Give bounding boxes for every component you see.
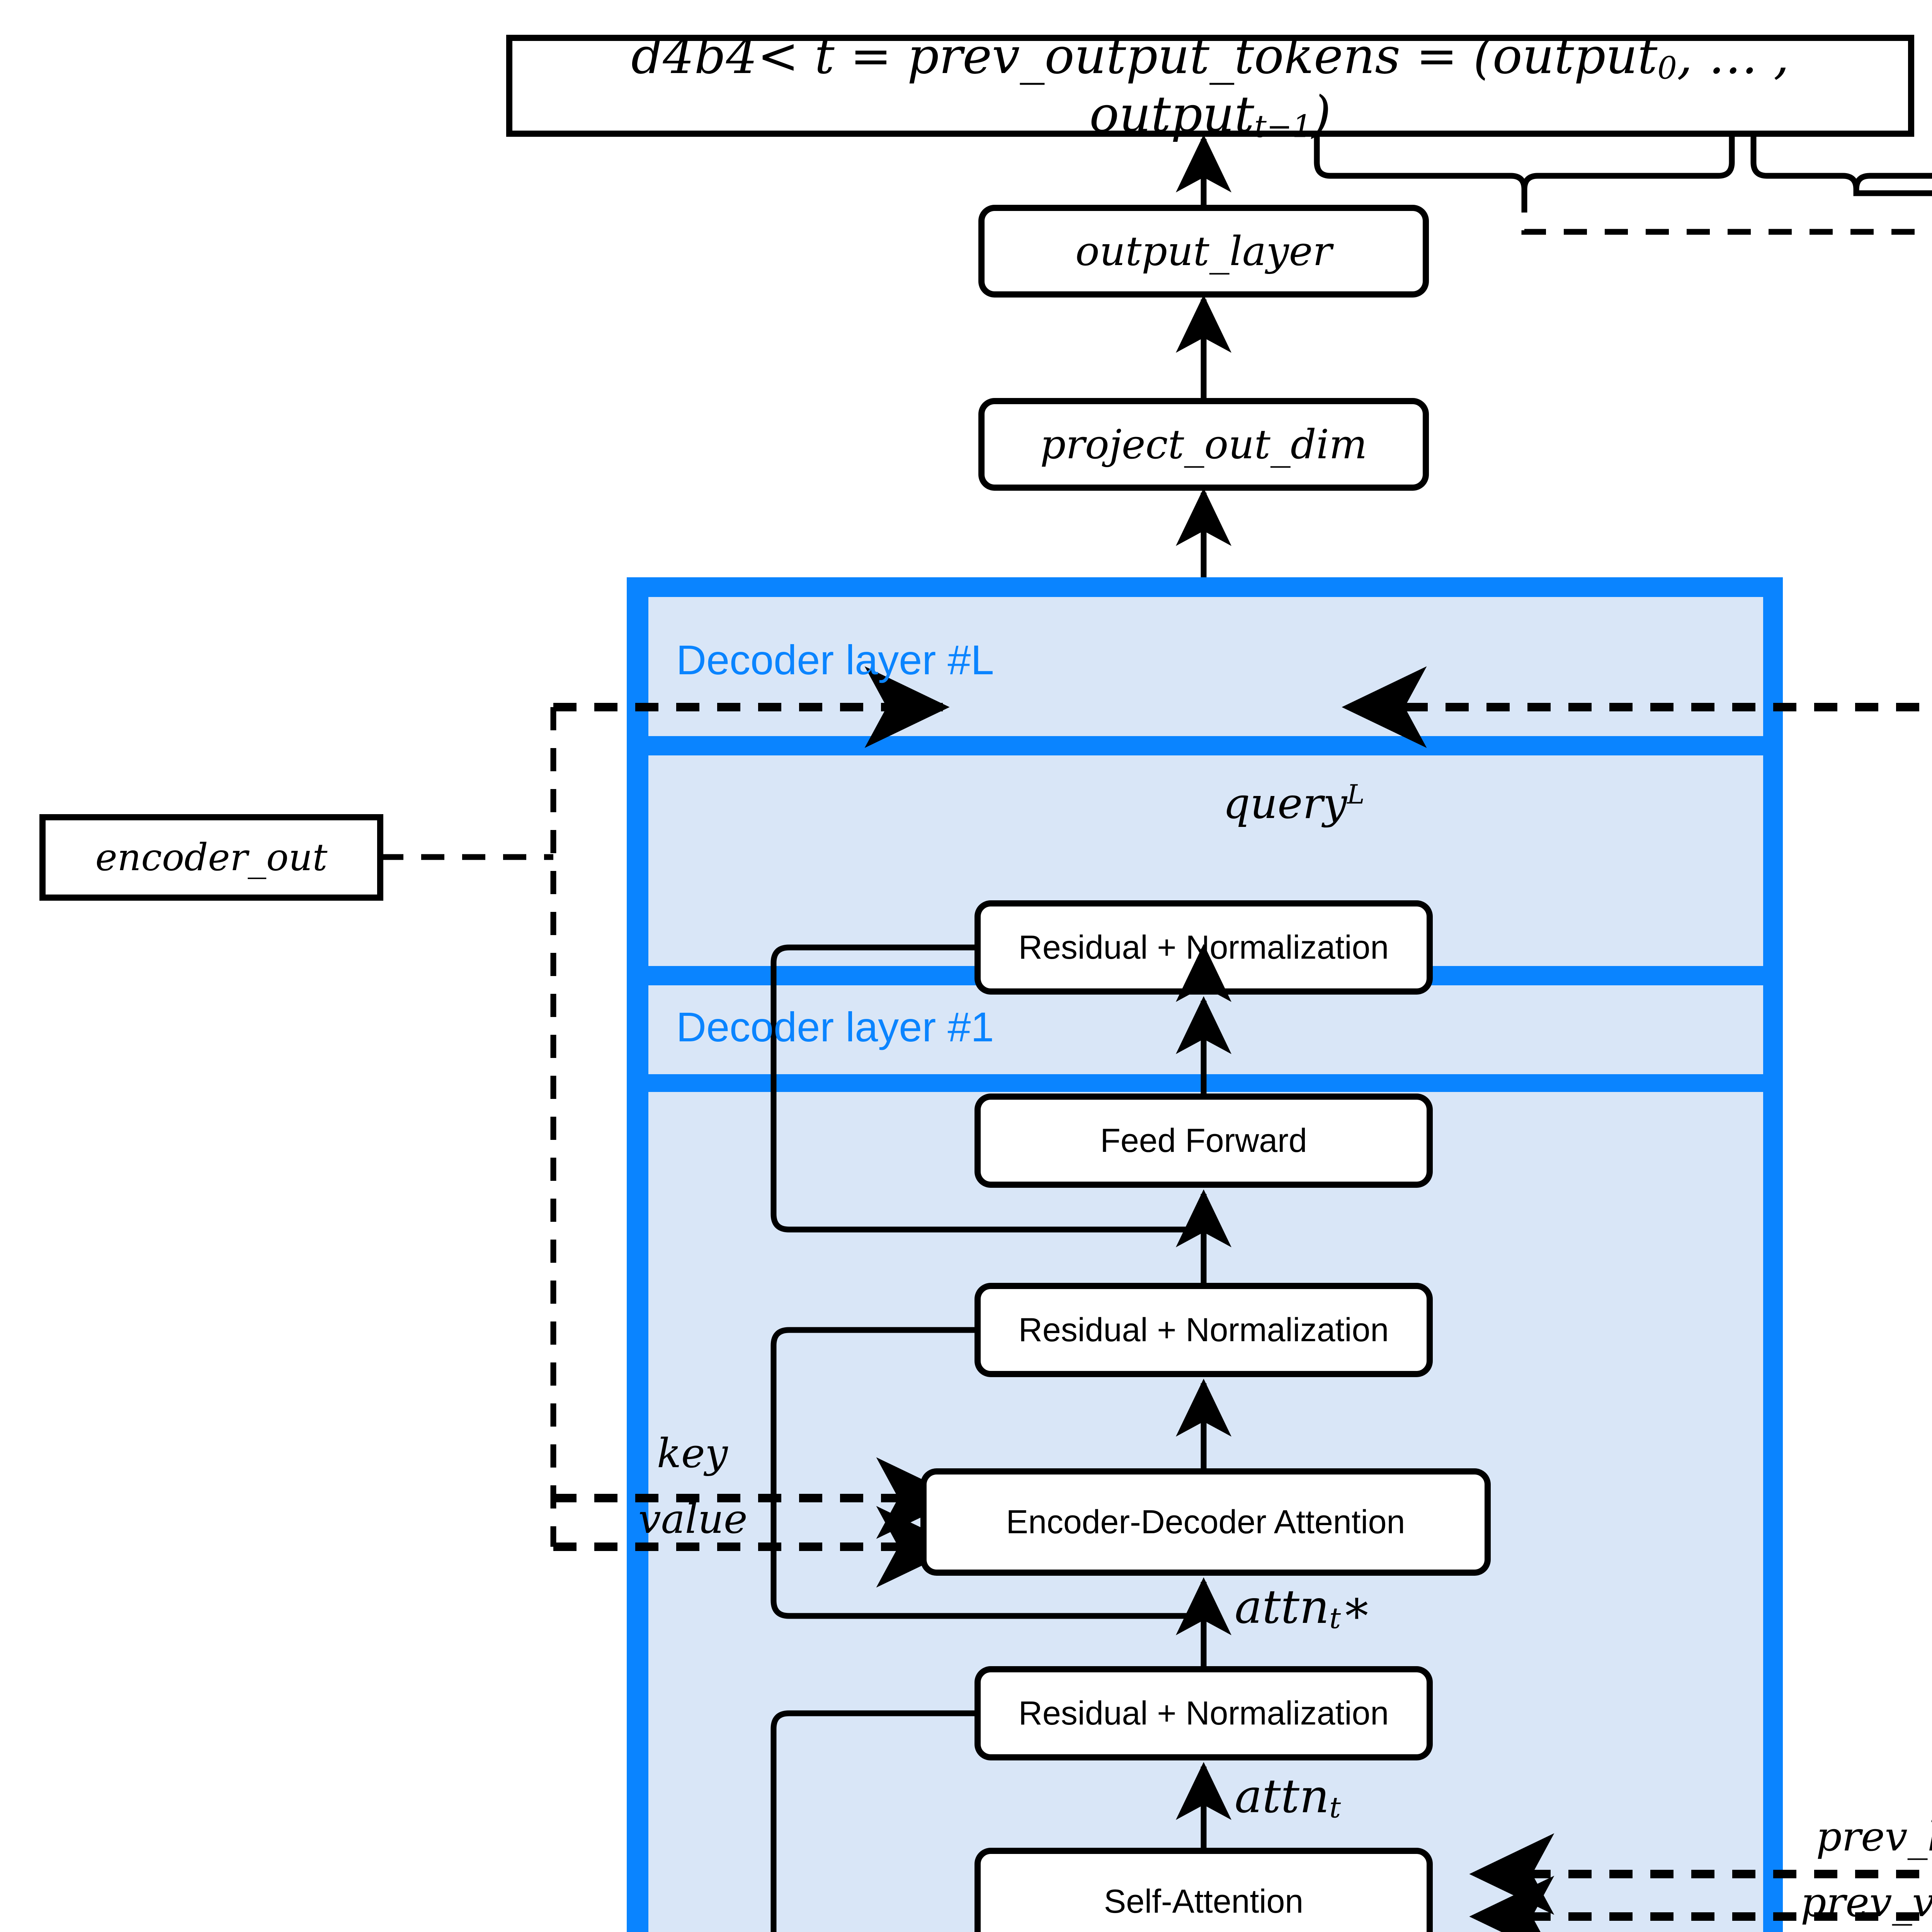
value-label: value [638,1495,748,1543]
residual-norm-bottom-box [978,1669,1430,1757]
query-L-base: query [1223,779,1347,828]
project-out-dim-box [981,401,1426,488]
prev-value-label: prev_value [1801,1879,1932,1926]
attn-t-star-suffix: ∗ [1341,1580,1372,1634]
attn-t-star-base: attn [1235,1580,1329,1634]
encoder-out-dashed-trunk [380,707,553,1547]
prev-key-label: prev_key [1816,1813,1932,1860]
residual-norm-top-box [978,903,1430,992]
query-L-label: queryL [1223,779,1364,828]
decoder-layer-L-label: Decoder layer #L [676,636,994,684]
query-L-sup: L [1347,779,1364,810]
decoder-layer-1-label: Decoder layer #1 [676,1003,994,1051]
output-layer-box [981,208,1426,294]
prev-output-tokens-box [509,38,1911,134]
key-label: key [657,1430,728,1477]
encoder-out-box [43,817,380,898]
attn-t-base: attn [1235,1770,1329,1823]
attn-t-star-sub: t [1329,1601,1341,1635]
encoder-decoder-attention-box [923,1471,1488,1573]
attn-t-star-label: attnt∗ [1235,1580,1372,1635]
underbrace-group [1317,134,1932,189]
feed-forward-box [978,1097,1430,1185]
attn-t-label: attnt [1235,1770,1341,1824]
self-attention-box [978,1851,1430,1932]
residual-norm-mid-box [978,1286,1430,1374]
attn-t-sub: t [1329,1791,1341,1824]
